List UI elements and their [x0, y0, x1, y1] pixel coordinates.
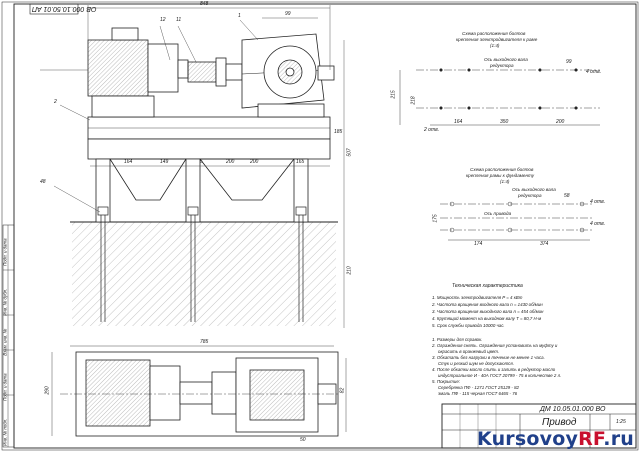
tech-line-4: 4. Крутящий момент на выходном валу T = …	[432, 316, 542, 321]
req-line-1: 1. Размеры для справок.	[432, 337, 483, 342]
coupling	[187, 57, 243, 87]
scheme1-dim-164: 164	[454, 119, 463, 125]
dim-507: 507	[346, 148, 353, 157]
side-label-1: Инв. № подл.	[2, 418, 8, 446]
watermark-suffix: .ru	[603, 428, 634, 450]
req-line-5: Стук и резкий шум не допускаются.	[438, 361, 514, 366]
dim-99: 99	[285, 11, 291, 17]
req-line-6: 4. После обкатки масло слить и залить в …	[432, 367, 556, 372]
front-view-dimension-lines	[40, 5, 345, 328]
tech-line-5: 5. Срок службы привода 10000 час.	[432, 323, 505, 328]
dim-200a: 200	[226, 159, 235, 165]
dim-5: 5	[200, 159, 203, 165]
tech-line-3: 3. Частота вращения выходного вала n = 4…	[432, 309, 544, 314]
scheme2-dim-174: 174	[474, 241, 483, 247]
dim-164: 164	[124, 159, 133, 165]
dim-48: 48	[40, 179, 46, 185]
stamp-designation: ДМ 10.05.01.000 ВО	[540, 406, 606, 413]
scheme2-axis2-label: Ось привода	[484, 211, 512, 216]
site-watermark: KursovoyRF.ru	[477, 428, 634, 450]
scheme1-axis-line2: редуктора	[490, 63, 514, 68]
side-label-3: Взам. инв. №	[2, 328, 8, 356]
dim-848: 848	[200, 1, 209, 7]
scheme2-title-line1: Схема расположения болтов	[470, 167, 534, 172]
req-line-9: Серебрянка ПФ - 1271 ГОСТ 25129 - 82	[438, 385, 519, 390]
side-label-4: Инв. № дубл.	[2, 288, 8, 316]
scheme1-dim-218: 218	[410, 96, 417, 105]
req-line-10: эмаль ПФ - 115 черная ГОСТ 6465 - 76	[438, 391, 518, 396]
anchor-bolts	[97, 206, 307, 322]
stamp-scale: 1:25	[616, 419, 626, 425]
dim-185: 185	[334, 129, 343, 135]
plan-view	[51, 345, 347, 437]
callout-11: 11	[176, 17, 182, 23]
foundation	[70, 221, 338, 326]
plan-dim-785: 785	[200, 339, 209, 345]
dim-165: 165	[296, 159, 305, 165]
scheme2-dim-374: 374	[540, 241, 549, 247]
side-label-2: Подп. и дата	[2, 373, 8, 401]
scheme1-dim-2holes: 2 отв.	[424, 127, 440, 133]
scheme2-axis-line1: Ось выходного вала	[512, 187, 556, 192]
scheme2-axis-line2: редуктора	[518, 193, 542, 198]
scheme2-dim-175: 175	[432, 214, 439, 223]
scheme1-dim-99: 99	[566, 59, 572, 65]
scheme1-title-line2: крепления электродвигателя к раме	[456, 37, 538, 42]
tech-line-1: 1. Мощность электродвигателя P = 4 кВт	[432, 295, 523, 300]
scheme2-dim-4holes-a: 4 отв.	[590, 199, 606, 205]
plan-dim-82: 82	[339, 387, 346, 394]
scheme1-title-line3: (1:4)	[490, 43, 500, 48]
watermark-accent: RF	[578, 428, 604, 450]
scheme1-dim-4holes: 4 отв.	[586, 69, 602, 75]
gearbox	[241, 33, 335, 118]
callout-1: 1	[238, 13, 241, 19]
req-line-4: 3. Обкатать без нагрузки в течение не ме…	[432, 355, 545, 360]
scheme2-title-line2: крепления рамы к фундаменту	[466, 173, 535, 178]
scheme1-dim-350: 350	[500, 119, 509, 125]
req-line-7: индустриальное И - 40А ГОСТ 20799 - 75 в…	[438, 373, 562, 378]
electric-motor	[87, 27, 189, 118]
top-designation: ОВ 000.10.50.01 АП	[32, 5, 97, 12]
scheme2-dim-4holes-b: 4 отв.	[590, 221, 606, 227]
stamp-title: Привод	[542, 417, 577, 428]
scheme2-title-line3: (1:4)	[500, 179, 510, 184]
req-line-3: окрасить в оранжевый цвет.	[438, 349, 500, 354]
tech-title: Техническая характеристика	[452, 283, 523, 289]
dim-200b: 200	[250, 159, 259, 165]
frame-bolt-scheme	[440, 201, 592, 241]
tech-line-2: 2. Частота вращения входного вала n = 14…	[432, 302, 543, 307]
dim-210: 210	[346, 266, 353, 275]
req-line-8: 5. Покрытие:	[432, 379, 461, 384]
dim-149: 149	[160, 159, 169, 165]
scheme2-dim-58: 58	[564, 193, 570, 199]
req-line-2: 2. Ограждения снять. Ограждения установи…	[432, 343, 558, 348]
scheme1-dim-200: 200	[556, 119, 565, 125]
scheme1-axis-line1: Ось выходного вала	[484, 57, 528, 62]
scheme1-dim-215: 215	[390, 90, 397, 99]
callout-2: 2	[54, 99, 57, 105]
plan-dim-290: 290	[44, 386, 51, 395]
title-block	[441, 403, 637, 449]
watermark-main: Kursovoy	[476, 428, 579, 450]
motor-bolt-scheme	[399, 68, 600, 126]
side-label-5: Подп. и дата	[2, 238, 8, 266]
callout-12: 12	[160, 17, 166, 23]
plan-dim-50: 50	[300, 437, 306, 443]
base-frame	[87, 116, 331, 223]
scheme1-title-line1: Схема расположения болтов	[462, 31, 526, 36]
